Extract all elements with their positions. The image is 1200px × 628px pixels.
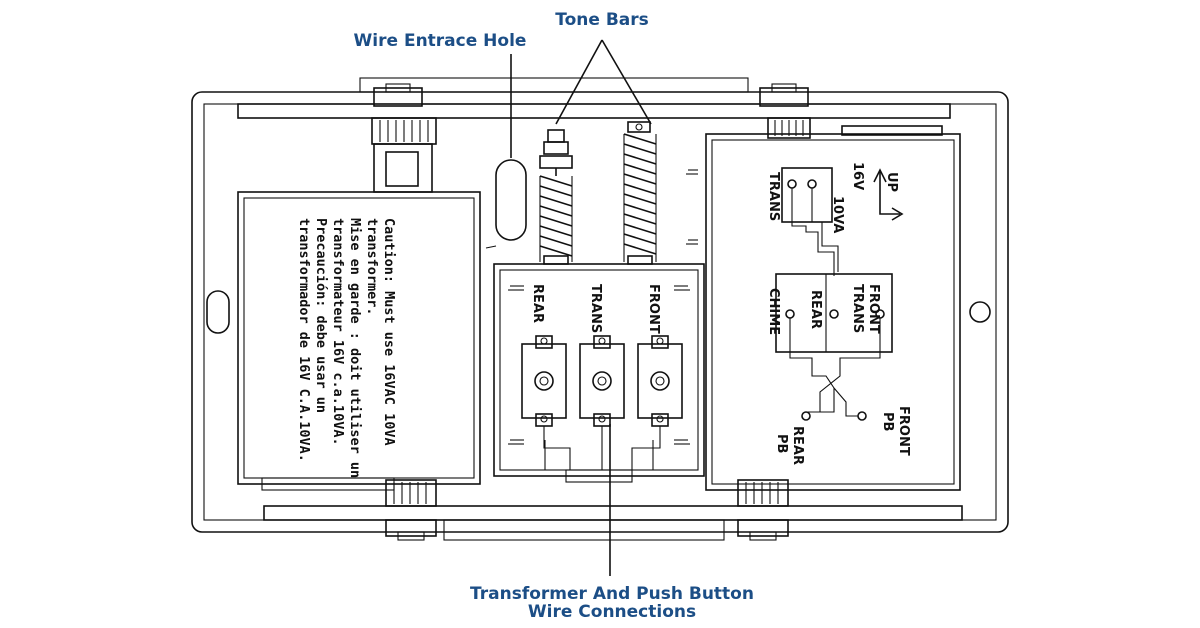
- wiring-front-pb-2: PB: [880, 412, 895, 431]
- caution-line-4: transformateur 16V c.a.10VA.: [330, 218, 346, 446]
- caution-line-6: transformador de 16V C.A.10VA.: [296, 218, 312, 462]
- wiring-front-trans-2: TRANS: [850, 284, 865, 333]
- wiring-rear-pb-2: PB: [774, 434, 789, 453]
- callout-connections-line-2: Wire Connections: [528, 602, 696, 622]
- mounting-slot-left: [206, 290, 230, 334]
- caution-line-5: Precaución: debe usar un: [313, 218, 329, 413]
- wiring-16v: 16V: [850, 162, 865, 190]
- caution-line-1: Caution: Must use 16VAC 10VA: [381, 218, 397, 446]
- wiring-trans: TRANS: [766, 172, 781, 221]
- leader-tone-right: [601, 39, 652, 125]
- bottom-rail: [263, 479, 963, 541]
- terminal-label-rear: REAR: [530, 284, 545, 323]
- terminal-front: [631, 335, 683, 470]
- terminal-trans: [579, 335, 625, 470]
- terminal-label-front: FRONT: [646, 284, 661, 334]
- mounting-hole-right: [969, 301, 991, 323]
- wiring-10va: 10VA: [830, 196, 845, 233]
- wiring-rear: REAR: [808, 290, 823, 329]
- wiring-up: UP: [884, 172, 899, 192]
- caution-label: Caution: Must use 16VAC 10VA transformer…: [296, 218, 397, 478]
- rear-pb-terminal: [801, 411, 811, 421]
- wiring-front-trans-1: FRONT: [866, 284, 881, 334]
- leader-tone-left: [555, 39, 603, 125]
- callout-connections-line-1: Transformer And Push Button: [470, 584, 754, 604]
- top-rail: [237, 77, 951, 139]
- leader-lines: [510, 39, 652, 576]
- caution-line-2: transformer.: [364, 218, 380, 316]
- wiring-label-box: UP 16V 10VA TRANS FRONT TRANS REAR CHIME…: [705, 133, 961, 491]
- callout-wire-hole: Wire Entrace Hole: [354, 31, 527, 51]
- transformer-box: Caution: Must use 16VAC 10VA transformer…: [237, 191, 481, 491]
- terminal-block: REAR TRANS FRONT: [493, 263, 705, 483]
- tone-bar-right: [623, 121, 657, 265]
- tone-bar-left: [539, 129, 573, 265]
- wiring-rear-pb-1: REAR: [790, 426, 805, 465]
- wiring-front-pb-1: FRONT: [896, 406, 911, 456]
- wire-entrance-hole: [495, 159, 527, 241]
- front-pb-terminal: [857, 411, 867, 421]
- terminal-rear: [521, 335, 571, 470]
- transformer-clip: [371, 117, 437, 193]
- body-ticks: [485, 169, 698, 249]
- wiring-chime: CHIME: [766, 288, 781, 335]
- terminal-label-trans: TRANS: [588, 284, 603, 333]
- callout-tone-bars: Tone Bars: [555, 10, 649, 30]
- up-arrow-icon: [879, 172, 900, 215]
- caution-line-3: Mise en garde : doit utiliser un: [347, 218, 363, 478]
